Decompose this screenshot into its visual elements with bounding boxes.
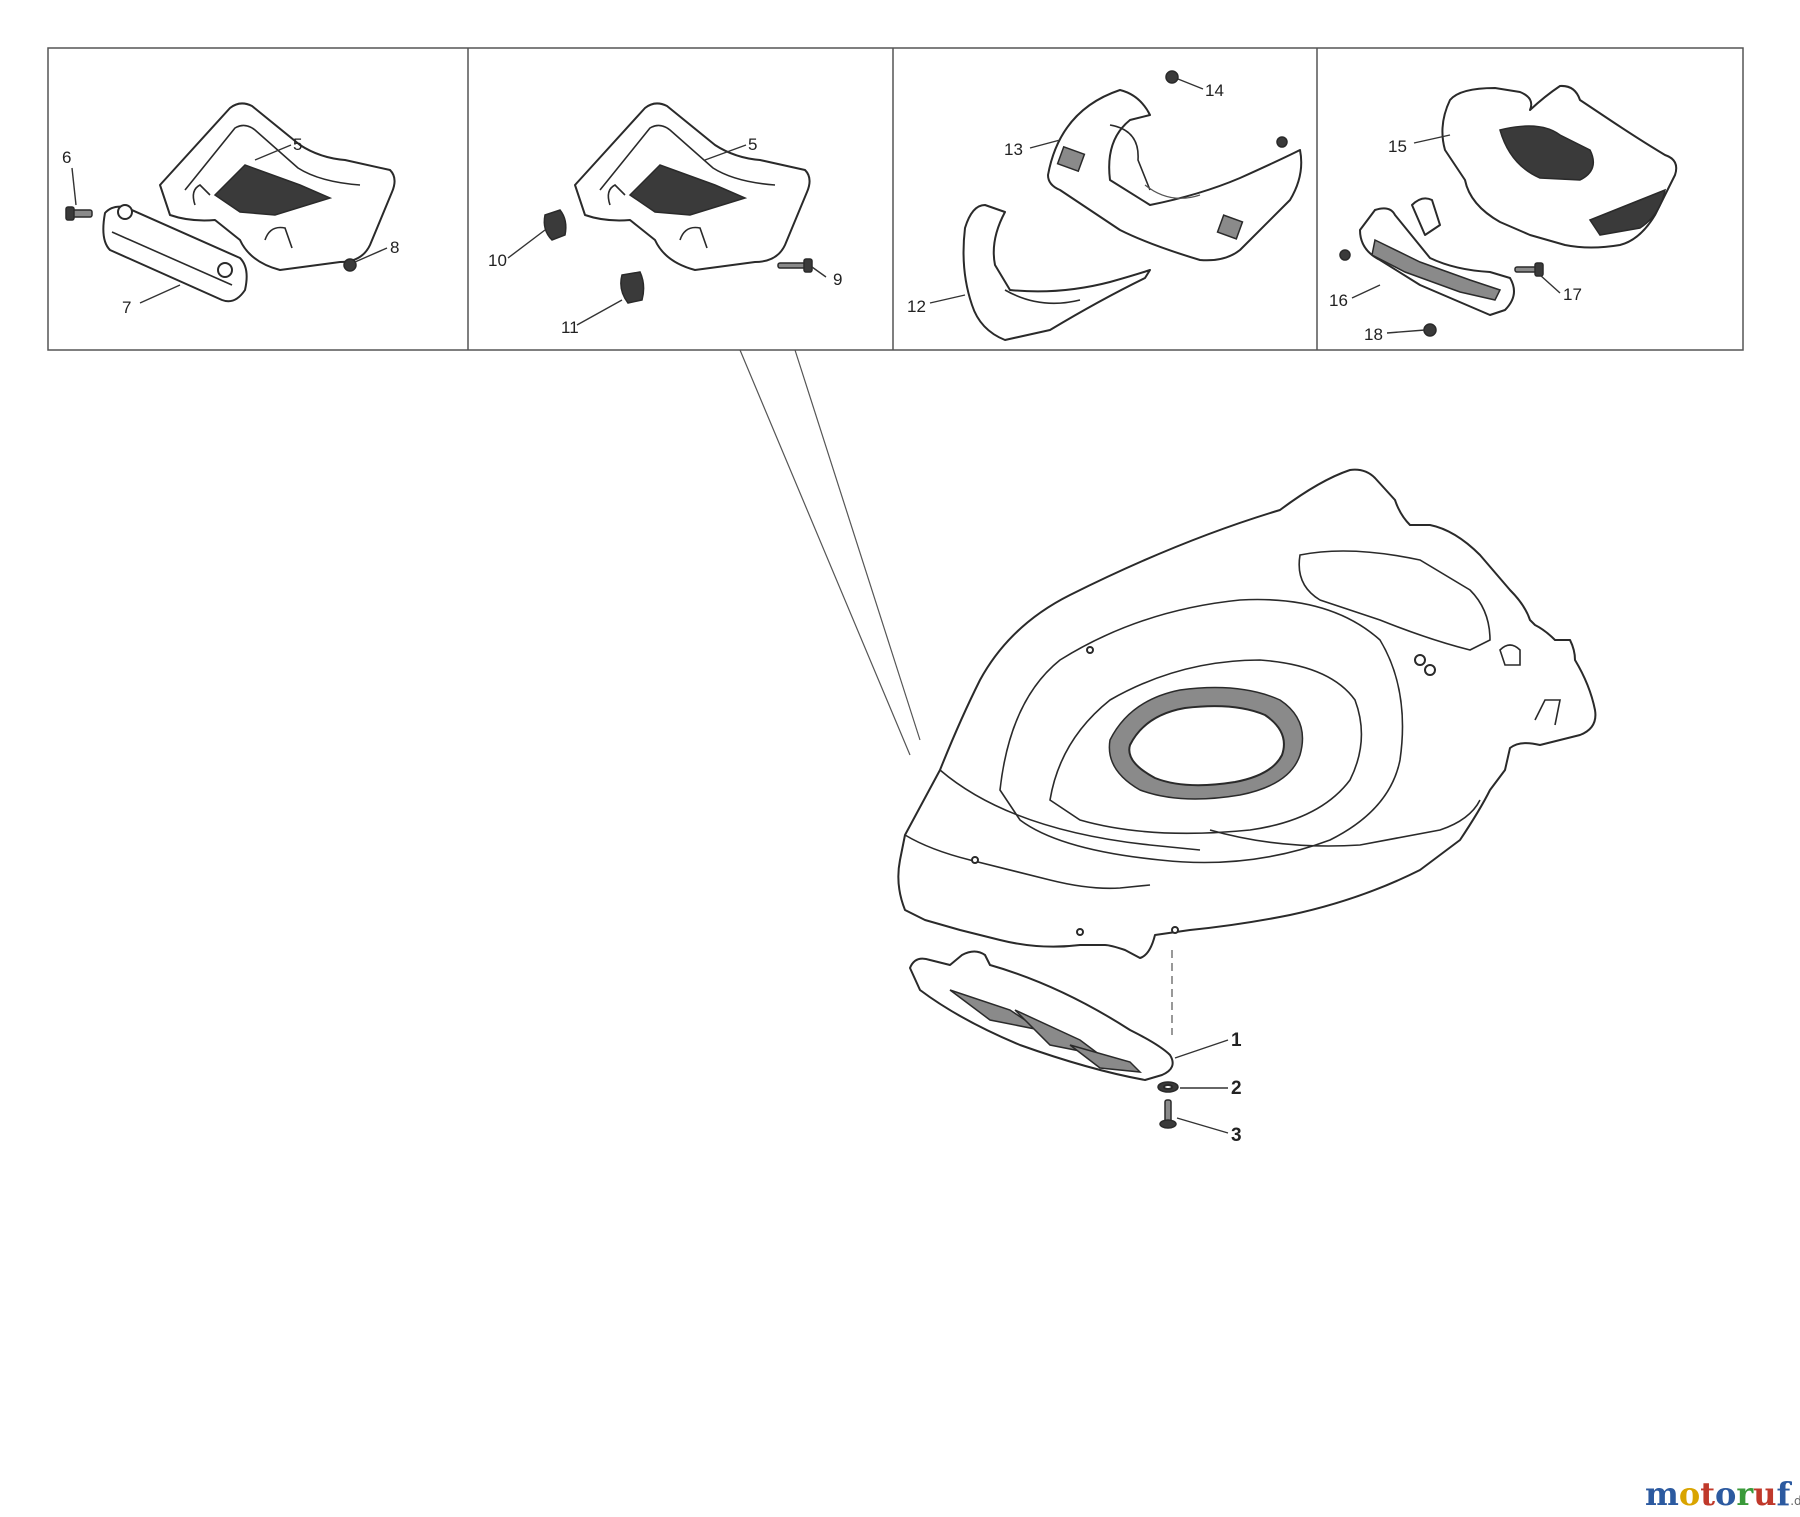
logo-letter: o: [1678, 1475, 1701, 1513]
logo-letter: f: [1776, 1475, 1791, 1513]
screw-14: [1165, 70, 1179, 84]
callout-10: 10: [488, 251, 507, 270]
callout-17: 17: [1563, 285, 1582, 304]
flap-handle-7: [102, 205, 248, 303]
nut-8: [343, 258, 357, 272]
screw-9: [777, 262, 807, 269]
leader-lines: [71, 78, 1561, 1134]
screw-17: [1514, 266, 1538, 273]
rear-cover-5a-vent: [213, 164, 333, 216]
motor-mount-opening: [1128, 705, 1285, 787]
cover-13-vent-right: [1216, 214, 1244, 240]
guide-plate-1: [909, 950, 1174, 1081]
rear-cover-5b-vent: [628, 164, 748, 216]
panel-1-rear-cover-handle: [65, 102, 396, 303]
bracket-16-tab: [1411, 197, 1441, 236]
logo-letter: r: [1736, 1475, 1754, 1513]
callout-16: 16: [1329, 291, 1348, 310]
callout-11: 11: [561, 318, 579, 337]
screw-6: [71, 209, 93, 218]
callout-18: 18: [1364, 325, 1383, 344]
callout-1: 1: [1231, 1030, 1242, 1051]
logo-tld: .de: [1790, 1494, 1800, 1508]
cover-13-vent-left: [1056, 145, 1086, 173]
callout-labels: 5 6 7 8 5 10 11 9 14 13 12 15 16 17 18 1…: [62, 81, 1582, 1146]
callout-15: 15: [1388, 137, 1407, 156]
callout-6: 6: [62, 148, 71, 167]
panel-4-cover-bracket: [1339, 84, 1678, 337]
logo-letter: o: [1714, 1475, 1737, 1513]
guide-plate-assembly: [909, 950, 1179, 1129]
logo-letter: u: [1753, 1475, 1777, 1513]
cover-12: [962, 204, 1151, 341]
clip-10: [543, 209, 567, 241]
callout-7: 7: [122, 298, 131, 317]
callout-5a: 5: [293, 135, 302, 154]
nut-18: [1423, 323, 1437, 337]
deck-front-rim: [904, 834, 1151, 890]
detail-connector: [739, 349, 921, 756]
mower-deck: [897, 468, 1597, 959]
site-logo: motoruf.de: [1645, 1478, 1800, 1510]
logo-letter: t: [1700, 1475, 1715, 1513]
callout-13: 13: [1004, 140, 1023, 159]
cover-15-vent: [1499, 125, 1595, 181]
inset-frame: [47, 47, 1744, 351]
callout-2: 2: [1231, 1078, 1242, 1099]
panel-2-rear-cover-clips: [543, 102, 813, 304]
callout-5b: 5: [748, 135, 757, 154]
deck-rear-chute: [1298, 550, 1491, 651]
logo-letter: m: [1645, 1475, 1679, 1513]
panel-3-side-covers: [962, 70, 1303, 341]
callout-3: 3: [1231, 1125, 1242, 1146]
callout-9: 9: [833, 270, 842, 289]
callout-8: 8: [390, 238, 399, 257]
cover-13: [1047, 89, 1303, 262]
inset-panels: [47, 47, 1744, 351]
callout-12: 12: [907, 297, 926, 316]
clip-11: [620, 271, 645, 304]
nut-left: [1339, 249, 1351, 261]
callout-14: 14: [1205, 81, 1224, 100]
deck-inner-dome: [999, 598, 1404, 864]
handle-screw-head: [117, 204, 133, 220]
